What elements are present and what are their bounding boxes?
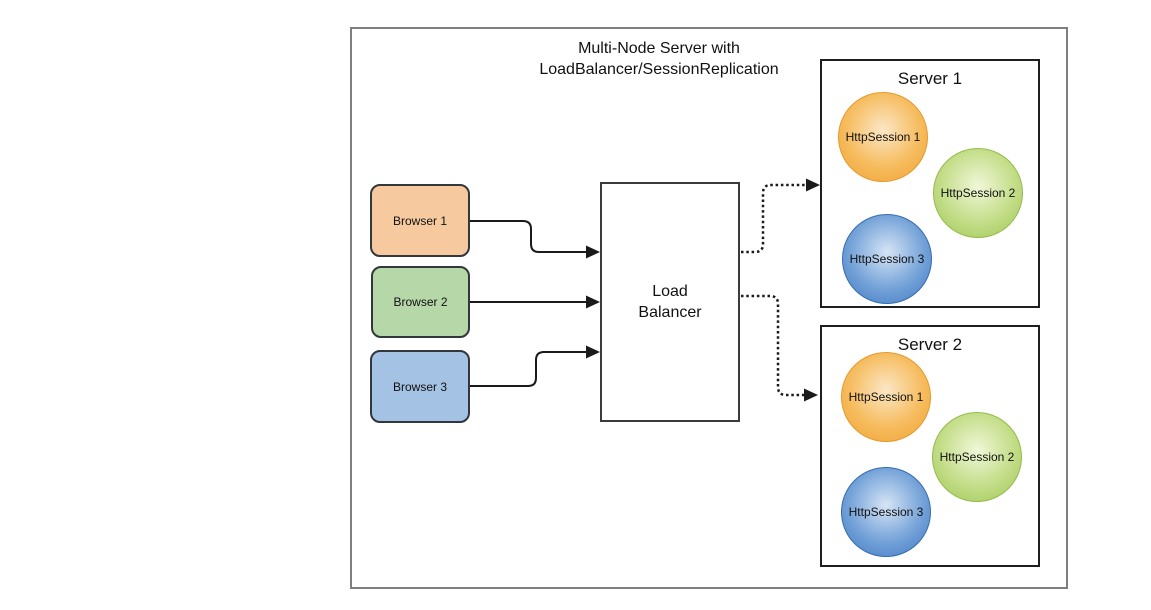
server-1-httpsession-1-circle: HttpSession 1 bbox=[838, 92, 928, 182]
server-1-title: Server 1 bbox=[897, 69, 963, 88]
server-2-node: Server 2 HttpSession 1 HttpSession 2 Htt… bbox=[820, 325, 1040, 567]
browser-2-node: Browser 2 bbox=[371, 266, 470, 338]
diagram-title: Multi-Node Server with LoadBalancer/Sess… bbox=[459, 38, 859, 80]
load-balancer-label-line2: Balancer bbox=[638, 304, 702, 321]
server-2-httpsession-2-label: HttpSession 2 bbox=[939, 450, 1015, 464]
server-1-httpsession-3-circle: HttpSession 3 bbox=[842, 214, 932, 304]
server-1-httpsession-1-label: HttpSession 1 bbox=[845, 130, 921, 144]
browser-2-label: Browser 2 bbox=[393, 295, 448, 309]
server-2-httpsession-3-label: HttpSession 3 bbox=[848, 505, 924, 519]
load-balancer-node: Load Balancer bbox=[600, 182, 740, 422]
server-1-httpsession-2-label: HttpSession 2 bbox=[940, 186, 1016, 200]
browser-1-node: Browser 1 bbox=[370, 184, 470, 257]
server-1-node: Server 1 HttpSession 1 HttpSession 2 Htt… bbox=[820, 59, 1040, 308]
server-2-httpsession-3-circle: HttpSession 3 bbox=[841, 467, 931, 557]
server-2-title: Server 2 bbox=[897, 335, 963, 354]
server-1-httpsession-2-circle: HttpSession 2 bbox=[933, 148, 1023, 238]
server-2-httpsession-2-circle: HttpSession 2 bbox=[932, 412, 1022, 502]
browser-3-node: Browser 3 bbox=[370, 350, 470, 423]
browser-1-label: Browser 1 bbox=[392, 213, 448, 228]
diagram-title-line1: Multi-Node Server with bbox=[578, 40, 740, 57]
browser-3-label: Browser 3 bbox=[392, 379, 448, 394]
server-1-httpsession-3-label: HttpSession 3 bbox=[849, 252, 925, 266]
server-2-httpsession-1-circle: HttpSession 1 bbox=[841, 352, 931, 442]
diagram-title-line2: LoadBalancer/SessionReplication bbox=[539, 61, 779, 78]
load-balancer-label-line1: Load bbox=[652, 283, 688, 300]
server-2-httpsession-1-label: HttpSession 1 bbox=[848, 390, 924, 404]
